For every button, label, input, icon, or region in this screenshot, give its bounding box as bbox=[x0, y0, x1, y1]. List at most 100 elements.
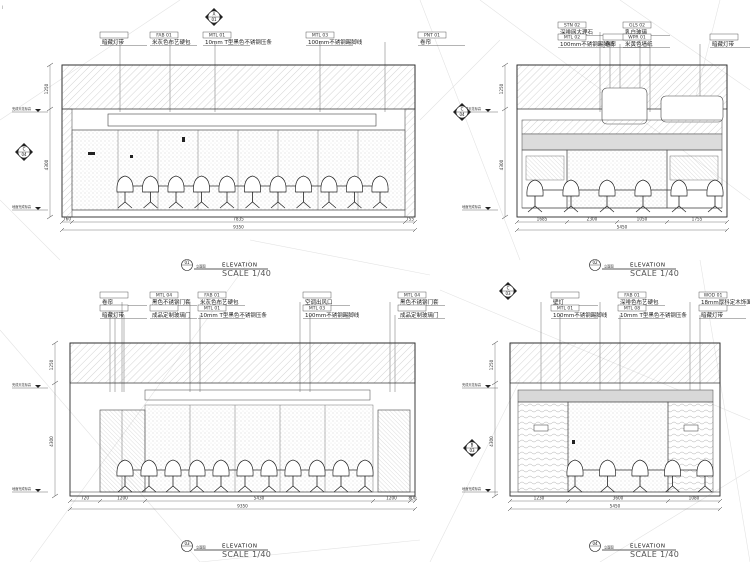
chair bbox=[332, 459, 350, 493]
level-label: 地面完成标高 bbox=[462, 204, 481, 209]
title-number: 02 bbox=[592, 260, 598, 265]
tag-label: 米灰色布艺硬包 bbox=[152, 38, 191, 46]
chair bbox=[320, 175, 338, 209]
chair bbox=[526, 179, 544, 213]
chair bbox=[116, 175, 134, 209]
elevation-word: ELEVATION bbox=[222, 544, 258, 550]
chair bbox=[188, 459, 206, 493]
tag-label: 深啡网大理石 bbox=[560, 28, 594, 36]
level-mark: 地面完成标高 bbox=[12, 204, 48, 211]
tag-label: 黑色不锈钢门套 bbox=[400, 298, 439, 306]
level-marks: 完成天花标高地面完成标高完成天花标高地面完成标高完成天花标高地面完成标高完成天花… bbox=[12, 106, 498, 493]
marker-number: 04 bbox=[459, 112, 465, 117]
tag-label: 深啡色布艺硬包 bbox=[620, 298, 659, 306]
shelf bbox=[525, 155, 565, 181]
chair bbox=[562, 179, 580, 213]
tag-label: 乳白玻璃 bbox=[625, 28, 648, 36]
total-width-dim: 9350 bbox=[237, 504, 248, 509]
fabric-panel-wall bbox=[144, 404, 374, 493]
chair bbox=[167, 175, 185, 209]
tag-label: 成品定制玻璃门 bbox=[400, 311, 439, 319]
width-dim: 3600 bbox=[613, 496, 624, 501]
tag-label: 暗藏灯带 bbox=[102, 311, 125, 319]
chair bbox=[269, 175, 287, 209]
tag-code: STN 02 bbox=[564, 23, 580, 29]
marker-letter: C bbox=[507, 286, 510, 291]
title-subtitle: 立面图 bbox=[604, 264, 614, 269]
tag-code-box bbox=[149, 291, 179, 299]
total-width-dim: 5450 bbox=[610, 504, 621, 509]
marker-number: 03 bbox=[505, 291, 511, 296]
meeting-chairs-row bbox=[116, 175, 389, 209]
tag-label: 卷帘 bbox=[102, 298, 114, 306]
wall-lamp bbox=[533, 424, 549, 432]
chair bbox=[566, 459, 584, 493]
level-mark: 完成天花标高 bbox=[12, 106, 48, 113]
tag-code-box bbox=[302, 291, 332, 299]
pendant-box bbox=[601, 87, 648, 125]
height-dim: 1250 bbox=[49, 359, 54, 370]
tag-code: MTL 01 bbox=[209, 33, 225, 39]
width-dim: 1050 bbox=[637, 217, 648, 222]
chair bbox=[260, 459, 278, 493]
tag-code: MTL 03 bbox=[312, 33, 328, 39]
chair bbox=[706, 179, 724, 213]
tag-label: 成品定制玻璃门 bbox=[152, 311, 191, 319]
level-label: 地面完成标高 bbox=[462, 486, 481, 491]
tag-label: 100mm不锈钢踢脚线 bbox=[305, 311, 360, 319]
section-marker: C04 bbox=[15, 143, 33, 161]
elevation-word: ELEVATION bbox=[222, 263, 258, 269]
width-dim: 755 bbox=[406, 217, 414, 222]
socket bbox=[572, 440, 575, 444]
tag-code: MTL 01 bbox=[204, 306, 220, 312]
chair bbox=[116, 459, 134, 493]
width-dim: 2300 bbox=[587, 217, 598, 222]
marker-number: 03 bbox=[469, 448, 475, 453]
marker-number: 04 bbox=[21, 152, 27, 157]
title-number: 01 bbox=[184, 260, 190, 265]
width-dim: 760 bbox=[63, 217, 71, 222]
tag-code: MTL 04 bbox=[156, 293, 172, 299]
tag-code: FAB 01 bbox=[624, 293, 640, 299]
ceiling-zone bbox=[69, 342, 416, 384]
tag-code-box bbox=[305, 31, 335, 39]
tag-code-box bbox=[622, 33, 652, 41]
level-label: 完成天花标高 bbox=[462, 382, 481, 387]
tag-code-box bbox=[709, 33, 739, 41]
wood-panel-right bbox=[667, 401, 714, 493]
width-dim: 800 bbox=[409, 496, 417, 501]
tag-code-box bbox=[197, 304, 227, 312]
tag-code: MTL 01 bbox=[557, 306, 573, 312]
tag-label: 暗藏灯带 bbox=[712, 40, 735, 48]
wood-panel-left bbox=[517, 401, 569, 493]
tag-code-box bbox=[622, 21, 652, 29]
tag-label: 10mm T型黑色不锈钢压条 bbox=[620, 311, 687, 319]
title-subtitle: 立面图 bbox=[196, 545, 206, 550]
tag-code-box bbox=[149, 31, 179, 39]
chair bbox=[696, 459, 714, 493]
tag-code-box bbox=[397, 304, 427, 312]
sheet-corner-mark: | bbox=[2, 5, 3, 9]
glass-door-left bbox=[99, 409, 146, 493]
chair bbox=[193, 175, 210, 209]
width-dim: 7835 bbox=[233, 217, 244, 222]
chair bbox=[212, 459, 230, 493]
panel-joints bbox=[117, 130, 359, 210]
total-width-dim: 5450 bbox=[617, 225, 628, 230]
tag-code-box bbox=[698, 291, 728, 299]
tag-code-box bbox=[550, 291, 580, 299]
wall-switch bbox=[88, 152, 95, 155]
ceiling-zone bbox=[61, 64, 416, 110]
tag-code: MTL 02 bbox=[564, 35, 580, 41]
right-end-wall bbox=[404, 108, 416, 218]
marble-wall bbox=[566, 149, 668, 209]
